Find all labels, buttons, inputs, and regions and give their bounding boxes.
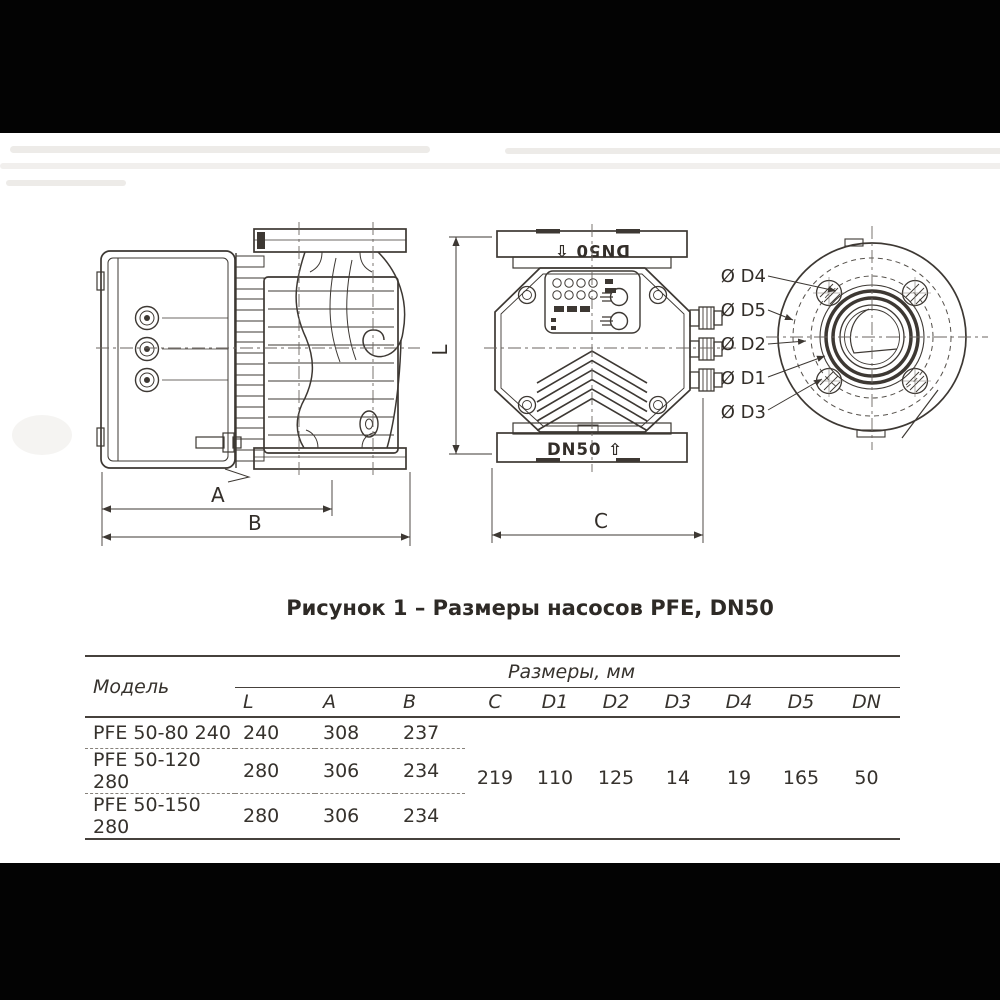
cell-d3-shared: 14 [665,767,691,789]
cell-dn-shared: 50 [854,767,879,789]
drain-fitting [195,432,251,483]
group-header-sizes: Размеры, мм [235,656,901,688]
cell-model: PFE 50-80 240 [85,717,235,749]
centerlines-front [484,224,736,472]
pump-technical-drawing: A B DN50 ⇧ [96,222,988,546]
cell-model: PFE 50-150 280 [93,794,201,838]
centerlines-flange [766,226,988,450]
col-header-d2: D2 [585,687,647,718]
flange-view: Ø D4 Ø D5 Ø D2 Ø D1 Ø D3 [721,226,988,450]
col-header-model: Модель [85,656,235,718]
cell-l: 280 [235,748,315,794]
cell-a: 306 [323,805,360,827]
col-header-b: B [395,687,465,718]
col-header-c: C [465,687,525,718]
bolt-hole [899,277,931,309]
pump-housing-side [253,228,407,470]
dim-label-l: L [428,344,452,356]
cell-d1-shared: 110 [536,767,574,789]
scan-artifact [505,148,1000,154]
cell-b: 234 [403,805,440,827]
figure-caption: Рисунок 1 – Размеры насосов PFE, DN50 [286,596,774,620]
impeller-vane [849,308,898,354]
cable-glands-front [689,306,723,392]
table-row: PFE 50-120 280 280 306 234 [85,748,900,794]
cell-d4-shared: 19 [726,767,752,789]
dim-label-b: B [248,511,262,535]
cell-a: 306 [315,748,395,794]
callout-d5: Ø D5 [721,300,766,321]
terminal-box [96,250,236,469]
cell-b: 237 [395,717,465,749]
scan-artifact [10,146,430,153]
dim-label-a: A [211,483,225,507]
flange-diameter-callouts: Ø D4 Ø D5 Ø D2 Ø D1 Ø D3 [721,266,837,423]
front-view: DN50 ⇧ [484,224,736,472]
letterbox-bottom [0,863,1000,1000]
col-header-d5: D5 [769,687,833,718]
centerlines-side [96,222,420,479]
setting-button [600,311,629,331]
cell-l: 280 [243,805,280,827]
cell-c-shared: 219 [476,767,514,789]
callout-d3: Ø D3 [721,402,766,423]
scan-artifact [0,163,1000,169]
scan-artifact [12,415,72,455]
bolt-hole [899,365,931,397]
motor-ribs [235,253,265,468]
callout-d2: Ø D2 [721,334,766,355]
cable-glands-side [134,305,228,393]
table-row: PFE 50-80 240 240 308 237 219 110 125 14… [85,717,900,789]
port-label-bottom: DN50 ⇧ [547,440,623,459]
scan-artifact [6,180,126,186]
cell-b: 234 [395,748,465,794]
callout-d1: Ø D1 [721,368,766,389]
dimension-c: C [491,398,704,543]
control-panel [544,270,641,334]
col-header-d1: D1 [525,687,585,718]
pump-body-front [494,267,691,433]
dimensions-table: Модель Размеры, мм L A B C D1 D2 D3 D4 D… [85,655,901,840]
setting-button [600,287,629,307]
cell-model: PFE 50-120 280 [85,748,235,794]
letterbox-top [0,0,1000,133]
table-row: PFE 50-150 280 280 306 234 [85,794,900,840]
col-header-d4: D4 [709,687,769,718]
cell-l: 240 [235,717,315,749]
col-header-dn: DN [833,687,901,718]
callout-d4: Ø D4 [721,266,766,287]
col-header-d3: D3 [647,687,709,718]
dimension-a-b: A B [101,472,411,546]
cell-d5-shared: 165 [782,767,820,789]
dim-label-c: C [594,509,608,533]
col-header-l: L [235,687,315,718]
col-header-a: A [315,687,395,718]
cell-a: 308 [315,717,395,749]
dimension-l: L [428,236,492,455]
cell-d2-shared: 125 [597,767,635,789]
side-view [96,222,420,483]
